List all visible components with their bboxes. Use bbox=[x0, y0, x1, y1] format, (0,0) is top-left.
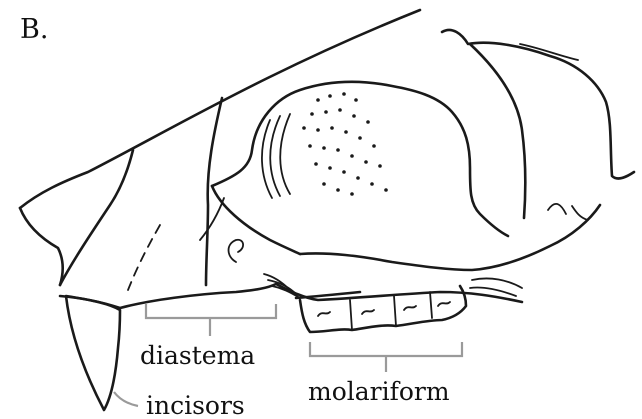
orbit-region bbox=[212, 82, 508, 254]
orbit-outline bbox=[212, 82, 508, 236]
zygomatic-plate-lower bbox=[212, 186, 300, 254]
posterior-sutures bbox=[520, 44, 588, 220]
palate-line bbox=[276, 284, 522, 302]
tooth-divider-1 bbox=[350, 300, 352, 330]
premaxilla-suture bbox=[60, 150, 133, 285]
panel-label: B. bbox=[20, 14, 48, 45]
zygomatic-arch-outline bbox=[300, 205, 600, 270]
snout-front-outline bbox=[20, 208, 63, 285]
diastema-label: diastema bbox=[140, 341, 255, 370]
tooth-divider-3 bbox=[430, 292, 432, 318]
incisors-leader-line bbox=[114, 392, 138, 406]
molariform-bracket bbox=[310, 342, 462, 372]
skull-outline bbox=[20, 10, 634, 285]
nasal-curve bbox=[200, 198, 224, 240]
molariform-label: molariform bbox=[308, 377, 450, 406]
braincase-inner-line bbox=[470, 44, 525, 218]
plate-arc-3 bbox=[280, 114, 290, 194]
diastema-edge bbox=[60, 284, 276, 308]
incisors-label: incisors bbox=[146, 391, 245, 419]
tooth-divider-2 bbox=[394, 296, 396, 326]
maxilla-dashed-suture bbox=[128, 225, 160, 290]
incisor-outline bbox=[66, 296, 120, 410]
infraorbital-foramen bbox=[229, 240, 244, 262]
orbit-stippling bbox=[302, 92, 388, 196]
ventral-edge bbox=[60, 274, 522, 308]
plate-arc-2 bbox=[270, 116, 280, 196]
diastema-bracket bbox=[146, 304, 276, 336]
